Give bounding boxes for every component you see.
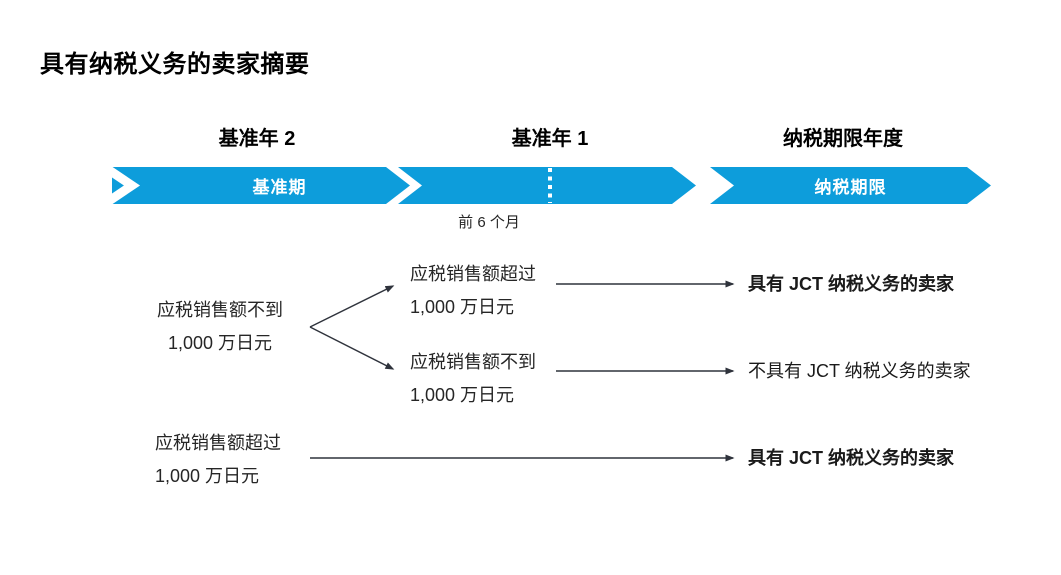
six-month-label: 前 6 个月 xyxy=(458,214,520,231)
column-header-base-year-1: 基准年 1 xyxy=(511,128,589,150)
node-line: 1,000 万日元 xyxy=(167,333,273,353)
page-title: 具有纳税义务的卖家摘要 xyxy=(40,51,310,78)
node-line: 1,000 万日元 xyxy=(155,466,260,486)
node-line: 应税销售额超过 xyxy=(155,433,281,453)
node-line: 应税销售额超过 xyxy=(410,264,536,284)
chevron-band-base-period xyxy=(103,164,410,207)
branch-arrow-up xyxy=(309,285,395,328)
column-header-tax-period-year: 纳税期限年度 xyxy=(783,128,903,150)
outcome-no-jct-obligation: 不具有 JCT 纳税义务的卖家 xyxy=(748,361,971,381)
band-label-base-period: 基准期 xyxy=(252,178,307,197)
node-sales-over-10m-first-half: 应税销售额超过 1,000 万日元 xyxy=(410,258,536,324)
node-sales-under-10m-first-half: 应税销售额不到 1,000 万日元 xyxy=(410,346,536,412)
outcome-has-jct-obligation-2: 具有 JCT 纳税义务的卖家 xyxy=(748,448,955,468)
chevron-notch-decoration xyxy=(103,164,141,207)
node-line: 1,000 万日元 xyxy=(410,385,515,405)
node-sales-over-10m-base2: 应税销售额超过 1,000 万日元 xyxy=(155,427,281,493)
chevron-band-tax-period xyxy=(710,167,991,204)
chevron-band-base-year-1 xyxy=(398,167,696,204)
band-label-tax-period: 纳税期限 xyxy=(814,178,887,197)
node-sales-under-10m-base2: 应税销售额不到 1,000 万日元 xyxy=(118,294,322,360)
branch-arrow-down xyxy=(309,326,395,370)
node-line: 应税销售额不到 xyxy=(410,352,536,372)
node-line: 应税销售额不到 xyxy=(157,300,283,320)
column-header-base-year-2: 基准年 2 xyxy=(218,128,296,150)
node-line: 1,000 万日元 xyxy=(410,297,515,317)
outcome-has-jct-obligation-1: 具有 JCT 纳税义务的卖家 xyxy=(748,274,955,294)
